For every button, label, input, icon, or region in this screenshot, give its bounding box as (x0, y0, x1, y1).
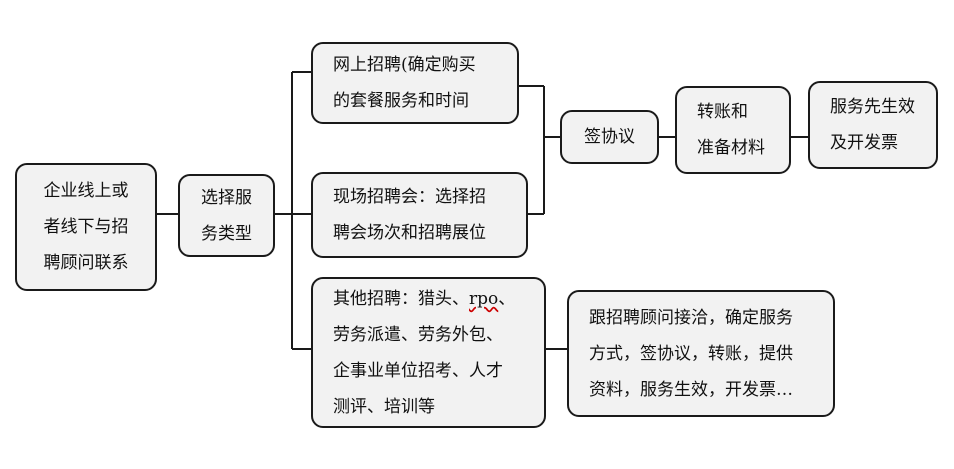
node-followup-line-2: 方式，签协议，转账，提供 (589, 343, 793, 364)
node-online-line-2: 的套餐服务和时间 (333, 91, 469, 111)
node-contact-line-2: 者线下与招 (43, 217, 129, 237)
node-other-recruitment: 其他招聘：猎头、rpo、 劳务派遣、劳务外包、 企事业单位招考、人才 测评、培训… (311, 277, 546, 428)
node-select-line-2: 务类型 (201, 223, 252, 244)
node-other-line-1: 其他招聘：猎头、rpo、 (333, 281, 544, 317)
node-sign-agreement: 签协议 (560, 110, 659, 164)
node-other-line-1-suffix: 、 (498, 288, 516, 309)
node-transfer-line-2: 准备材料 (697, 138, 765, 158)
node-other-line-4: 测评、培训等 (333, 396, 435, 417)
node-followup-consultant: 跟招聘顾问接洽，确定服务 方式，签协议，转账，提供 资料，服务生效，开发票… (567, 290, 835, 417)
node-select-line-1: 选择服 (201, 187, 252, 208)
node-sign-line-1: 签协议 (584, 127, 635, 147)
node-contact-line-1: 企业线上或 (43, 181, 129, 201)
node-onsite-job-fair: 现场招聘会：选择招 聘会场次和招聘展位 (311, 172, 528, 258)
node-service-line-2: 及开发票 (830, 133, 898, 153)
node-service-invoice: 服务先生效 及开发票 (808, 81, 938, 169)
node-onsite-line-1: 现场招聘会：选择招 (333, 187, 486, 207)
node-followup-line-3: 资料，服务生效，开发票… (589, 379, 793, 400)
node-service-line-1: 服务先生效 (830, 97, 915, 117)
node-other-line-2: 劳务派遣、劳务外包、 (333, 324, 503, 345)
node-online-recruitment: 网上招聘(确定购买 的套餐服务和时间 (311, 42, 519, 124)
node-onsite-line-2: 聘会场次和招聘展位 (333, 223, 486, 243)
node-followup-line-1: 跟招聘顾问接洽，确定服务 (589, 307, 793, 328)
node-transfer-materials: 转账和 准备材料 (675, 86, 791, 174)
node-transfer-line-1: 转账和 (697, 102, 748, 122)
node-contact-line-3: 聘顾问联系 (43, 253, 129, 273)
node-other-line-1-prefix: 其他招聘：猎头、 (333, 288, 469, 309)
node-other-rpo: rpo (469, 288, 499, 309)
node-contact: 企业线上或 者线下与招 聘顾问联系 (15, 163, 157, 291)
node-select-service-type: 选择服 务类型 (178, 174, 275, 257)
node-other-line-3: 企事业单位招考、人才 (333, 360, 503, 381)
node-online-line-1: 网上招聘(确定购买 (333, 55, 476, 75)
